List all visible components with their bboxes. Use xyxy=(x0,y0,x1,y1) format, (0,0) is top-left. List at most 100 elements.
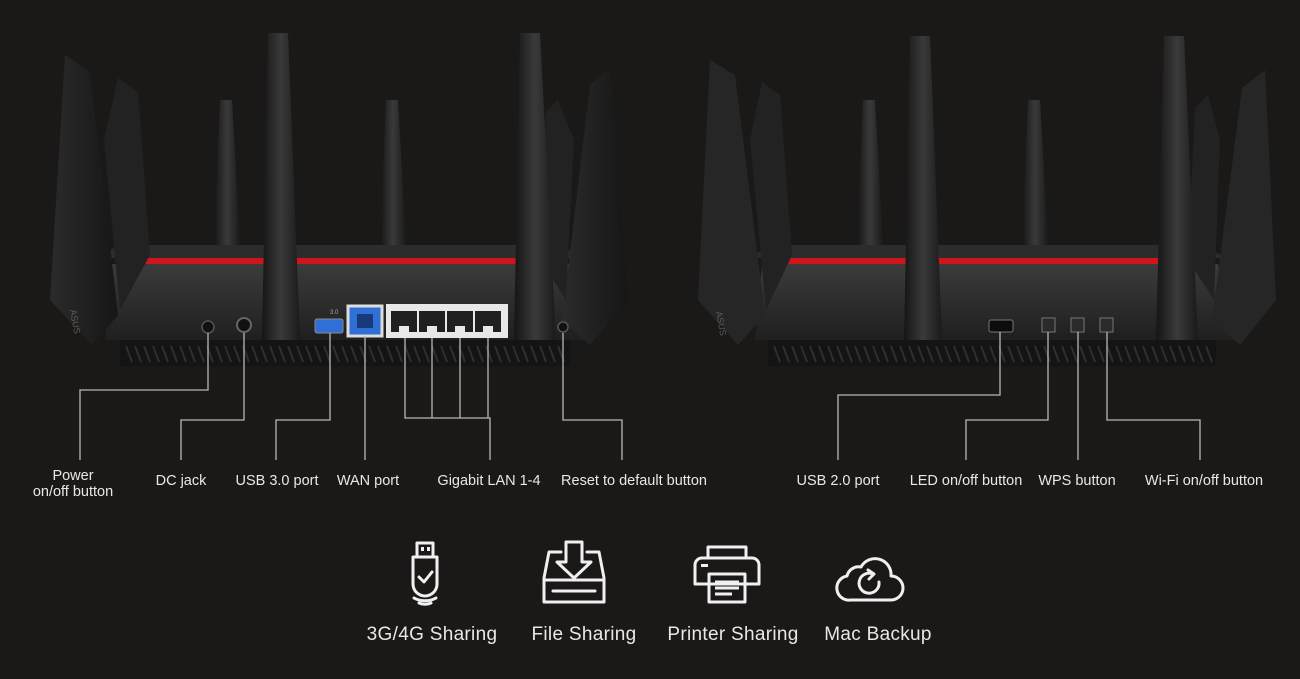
red-accent-stripe xyxy=(768,258,1208,264)
antenna-back-right xyxy=(1022,100,1048,245)
feature-label-mac-backup: Mac Backup xyxy=(824,624,932,645)
red-accent-stripe xyxy=(122,258,562,264)
vent-slat xyxy=(431,345,439,363)
vent-slat xyxy=(863,345,871,363)
vent-slat xyxy=(1097,345,1105,363)
label-usb3: USB 3.0 port xyxy=(235,473,318,489)
label-power-line2: on/off button xyxy=(32,484,114,500)
vent-slat xyxy=(269,345,277,363)
vent-slat xyxy=(1124,345,1132,363)
vent-slat xyxy=(971,345,979,363)
vent-slat xyxy=(413,345,421,363)
vent-slat xyxy=(548,345,556,363)
lan-port-clip xyxy=(455,326,465,332)
vent-slat xyxy=(233,345,241,363)
label-lan-text: Gigabit LAN 1-4 xyxy=(437,473,541,489)
printer-icon xyxy=(693,545,761,604)
antenna-back-right xyxy=(380,100,406,245)
vent-slat xyxy=(899,345,907,363)
label-wan: WAN port xyxy=(337,473,399,489)
label-usb2-text: USB 2.0 port xyxy=(796,473,880,489)
vent-slat xyxy=(161,345,169,363)
vent-slat xyxy=(1061,345,1069,363)
vent-slat xyxy=(485,345,493,363)
vent-slat xyxy=(305,345,313,363)
usb2-port xyxy=(988,319,1014,333)
file-download-icon xyxy=(542,540,606,604)
leader-lan xyxy=(404,338,491,460)
label-power: Power on/off button xyxy=(33,468,113,500)
vent-slat xyxy=(377,345,385,363)
vent-slat xyxy=(467,345,475,363)
vent-slat xyxy=(926,345,934,363)
vent-slat xyxy=(440,345,448,363)
vent-slat xyxy=(1016,345,1024,363)
vent-slat xyxy=(872,345,880,363)
lan-port-1 xyxy=(391,311,417,332)
reset-button xyxy=(557,321,569,333)
router-side-view: ASUS xyxy=(698,36,1276,366)
fin-right-inner xyxy=(1188,95,1220,300)
vent-slat xyxy=(791,345,799,363)
vent-slat xyxy=(827,345,835,363)
lan-port-4 xyxy=(475,311,501,332)
antenna-front-left xyxy=(262,33,300,340)
router-body-top xyxy=(750,245,1228,258)
label-wifi-text: Wi-Fi on/off button xyxy=(1144,473,1264,489)
usb3-tag: 3.0 xyxy=(330,310,339,316)
fin-right-outer xyxy=(562,68,628,345)
vent-slat xyxy=(476,345,484,363)
brand-logo: ASUS xyxy=(714,311,728,337)
vent-slat xyxy=(170,345,178,363)
vent-slat xyxy=(944,345,952,363)
vent-slat xyxy=(1052,345,1060,363)
vent-slat xyxy=(314,345,322,363)
vent-slat xyxy=(773,345,781,363)
usb-dongle-icon xyxy=(411,541,439,606)
feature-label-3g4g: 3G/4G Sharing xyxy=(366,624,498,645)
label-dc-jack-text: DC jack xyxy=(155,473,207,489)
label-usb3-text: USB 3.0 port xyxy=(235,473,319,489)
vent-slat xyxy=(980,345,988,363)
vent-slat xyxy=(809,345,817,363)
label-wps-text: WPS button xyxy=(1038,473,1116,489)
vent-slat xyxy=(422,345,430,363)
vent-slat xyxy=(1169,345,1177,363)
vent-slat xyxy=(134,345,142,363)
label-wps: WPS button xyxy=(1038,473,1115,489)
vent-slat xyxy=(989,345,997,363)
fin-left-outer xyxy=(50,55,118,345)
vent-slat xyxy=(188,345,196,363)
leader-dc xyxy=(180,333,245,460)
vent-slat xyxy=(1133,345,1141,363)
router-body-top xyxy=(95,245,585,258)
router-rear-view: ASUS 3.0 xyxy=(50,33,628,366)
feature-label-file-sharing: File Sharing xyxy=(531,624,637,645)
fin-left-inner xyxy=(750,82,792,310)
label-wifi: Wi-Fi on/off button xyxy=(1145,473,1263,489)
vent-slat xyxy=(1160,345,1168,363)
vent-slat xyxy=(278,345,286,363)
vent-slat xyxy=(251,345,259,363)
vent-slat xyxy=(341,345,349,363)
vent-slat xyxy=(890,345,898,363)
lan-port-clip xyxy=(483,326,493,332)
lan-port-clip xyxy=(399,326,409,332)
label-reset-text: Reset to default button xyxy=(561,473,707,489)
leader-power xyxy=(79,333,209,460)
label-reset: Reset to default button xyxy=(561,473,707,489)
vent-slat xyxy=(224,345,232,363)
vent-slat xyxy=(143,345,151,363)
vent-slat xyxy=(917,345,925,363)
fin-right-outer xyxy=(1212,70,1276,345)
leader-usb3 xyxy=(275,333,331,460)
fin-left-inner xyxy=(104,78,150,310)
vent-slat xyxy=(1043,345,1051,363)
vent-slat xyxy=(323,345,331,363)
dc-jack xyxy=(236,317,252,333)
vent-slat xyxy=(287,345,295,363)
router-body-front xyxy=(755,264,1235,340)
vent-slat xyxy=(332,345,340,363)
label-usb2: USB 2.0 port xyxy=(796,473,879,489)
label-wan-text: WAN port xyxy=(336,473,400,489)
